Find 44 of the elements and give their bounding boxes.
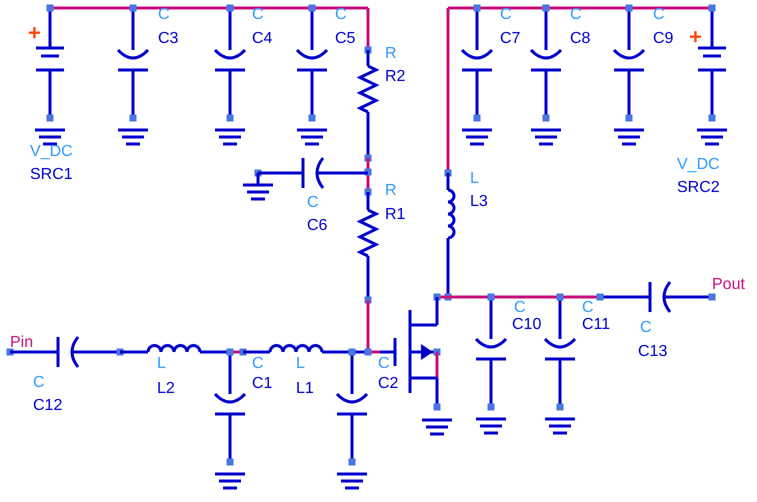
- component-type-label: L: [470, 170, 479, 188]
- component-name-label: C7: [500, 30, 520, 48]
- component-type-label: R: [385, 182, 397, 200]
- component-type-label: C: [252, 6, 264, 24]
- component-type-label: C: [252, 355, 264, 373]
- component-type-label: C: [335, 6, 347, 24]
- component-type-label: V_DC: [30, 143, 73, 161]
- component-type-label: L: [157, 355, 166, 373]
- component-name-label: C11: [582, 316, 610, 334]
- port-label: Pin: [10, 334, 34, 352]
- component-name-label: C1: [252, 375, 272, 393]
- component-type-label: R: [385, 45, 397, 63]
- component-name-label: L3: [470, 193, 488, 211]
- component-type-label: C: [33, 374, 45, 392]
- component-type-label: C: [570, 6, 582, 24]
- component-type-label: C: [307, 194, 319, 212]
- component-name-label: R1: [385, 206, 406, 224]
- polarity-sign: +: [689, 28, 702, 46]
- component-name-label: C5: [335, 30, 356, 48]
- component-name-label: C12: [33, 397, 62, 415]
- component-type-label: C: [653, 6, 665, 24]
- component-name-label: C6: [307, 217, 328, 235]
- component-type-label: C: [640, 319, 652, 337]
- port-label: Pout: [712, 276, 745, 294]
- component-name-label: R2: [385, 68, 406, 86]
- component-type-label: C: [582, 299, 594, 317]
- component-type-label: L: [296, 355, 305, 373]
- component-name-label: SRC2: [677, 179, 720, 197]
- component-name-label: C10: [512, 316, 542, 334]
- component-name-label: C9: [653, 30, 674, 48]
- component-type-label: C: [514, 299, 526, 317]
- polarity-sign: +: [28, 24, 41, 42]
- component-name-label: SRC1: [30, 166, 73, 184]
- component-name-label: L2: [157, 380, 175, 398]
- component-name-label: C2: [378, 375, 398, 393]
- component-type-label: C: [158, 6, 170, 24]
- component-type-label: C: [378, 355, 390, 373]
- component-name-label: C3: [158, 30, 178, 48]
- component-type-label: C: [500, 6, 512, 24]
- component-type-label: V_DC: [677, 156, 720, 174]
- component-name-label: C8: [570, 30, 590, 48]
- component-name-label: C13: [638, 343, 668, 361]
- component-name-label: C4: [252, 30, 272, 48]
- component-name-label: L1: [296, 380, 314, 398]
